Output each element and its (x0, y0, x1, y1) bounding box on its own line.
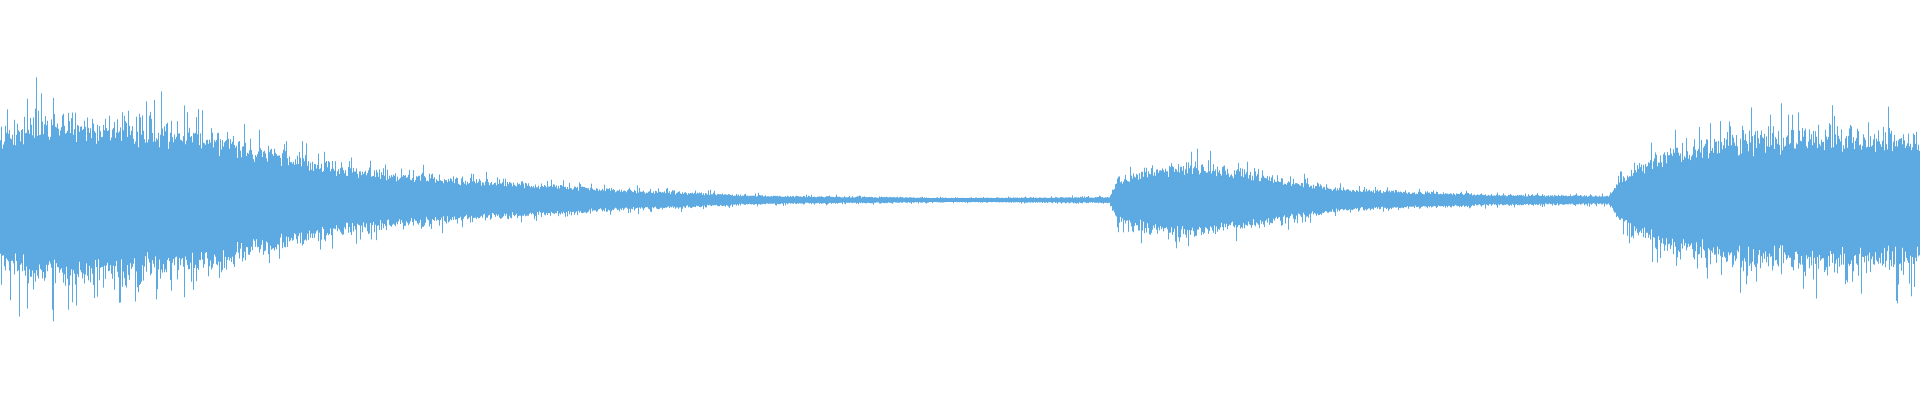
waveform-samples (0, 77, 1920, 322)
waveform-path (0, 77, 1920, 322)
